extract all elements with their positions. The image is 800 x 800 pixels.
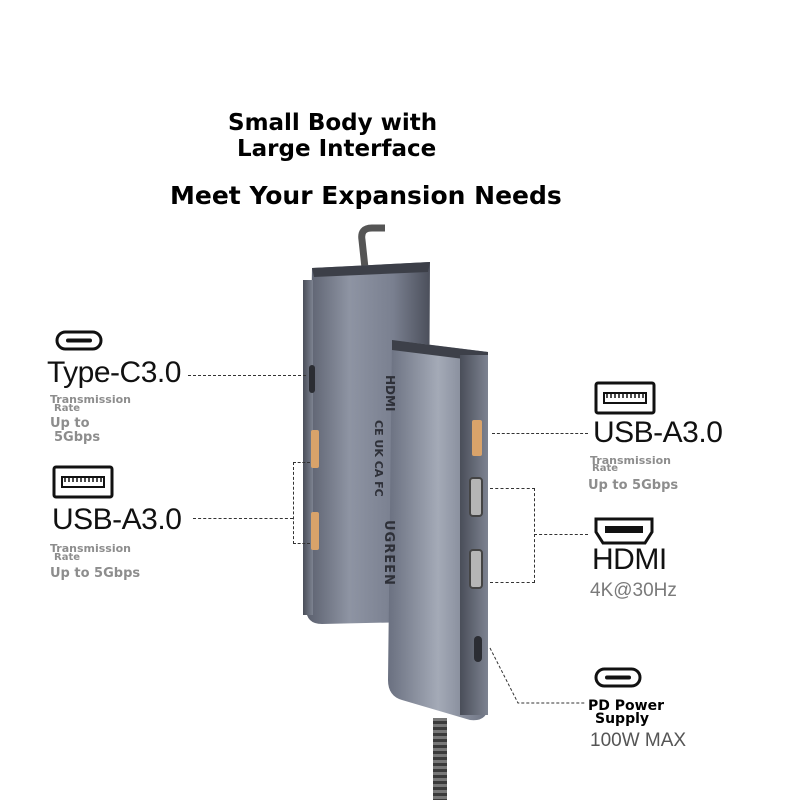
left-typec-title: Type-C3.0: [47, 356, 181, 389]
right-hdmi-bracket: [490, 488, 535, 583]
back-cable: [358, 224, 385, 269]
left-typec-spec-1: Transmission: [50, 393, 132, 406]
left-usba-title: USB-A3.0: [52, 503, 182, 536]
front-hub-unit: [388, 340, 488, 721]
right-usba-spec-1: Transmission: [590, 454, 672, 467]
right-hdmi-spec: 4K@30Hz: [590, 580, 677, 601]
left-usba-bracket: [293, 462, 310, 544]
headline-line-2: Large Interface: [237, 136, 437, 162]
usb-a-icon: [52, 465, 114, 499]
right-hdmi-connector-line: [534, 534, 588, 535]
left-usba-spec-3: Up to 5Gbps: [50, 566, 141, 581]
right-pd-title-line-1: PD Power: [588, 698, 664, 714]
headline-line-3: Meet Your Expansion Needs: [170, 181, 562, 210]
right-hdmi-title: HDMI: [592, 543, 667, 576]
left-typec-spec-4: 5Gbps: [54, 430, 101, 445]
hdmi-icon: [594, 517, 654, 545]
right-pd-spec: 100W MAX: [590, 730, 687, 751]
hdmi-mark: HDMI: [383, 375, 397, 412]
left-typec-spec-3: Up to: [50, 416, 90, 431]
right-usba-spec-2: Rate: [592, 463, 619, 474]
brand-logo: UGREEN: [381, 520, 396, 586]
left-usba-connector-line: [193, 518, 293, 519]
left-usba-spec-1: Transmission: [50, 542, 132, 555]
left-usba-spec-2: Rate: [54, 552, 81, 563]
right-usba-spec-3: Up to 5Gbps: [588, 478, 679, 493]
right-pd-title-line-2: Supply: [595, 711, 650, 727]
headline-line-1: Small Body with: [228, 110, 438, 136]
usb-c-icon: [55, 330, 103, 351]
usb-a-icon: [594, 381, 656, 415]
left-typec-connector-line: [188, 375, 306, 376]
left-typec-spec-2: Rate: [54, 403, 81, 414]
usb-c-icon: [594, 667, 642, 688]
certification-marks: CE UK CA FC: [372, 420, 385, 497]
right-usba-connector-line: [492, 433, 588, 434]
right-usba-title: USB-A3.0: [593, 416, 723, 449]
